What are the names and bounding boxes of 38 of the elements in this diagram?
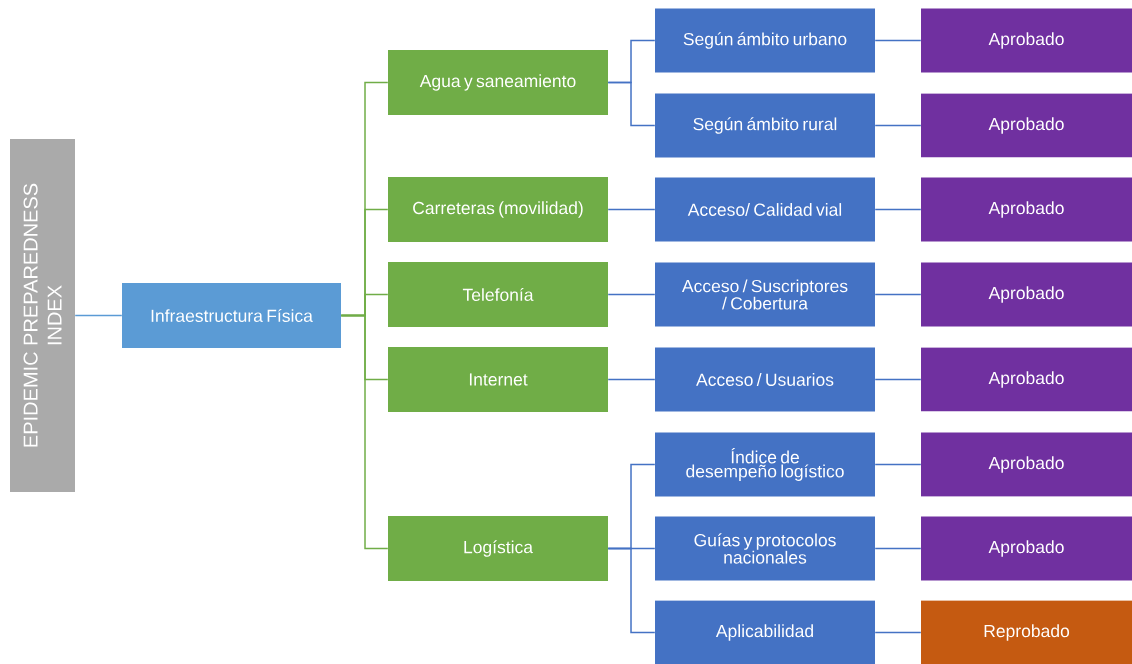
connector-line bbox=[607, 547, 656, 634]
result-box: Aprobado bbox=[921, 432, 1132, 497]
result-box: Aprobado bbox=[921, 347, 1132, 412]
result-box: Aprobado bbox=[921, 262, 1132, 327]
measure-box: Acceso/ Calidad vial bbox=[655, 177, 875, 242]
connector-line bbox=[874, 208, 922, 211]
connector-line bbox=[607, 208, 656, 211]
indicator-box: Internet bbox=[388, 347, 608, 412]
connector-line bbox=[874, 39, 922, 42]
indicator-box: Telefonía bbox=[388, 262, 608, 327]
connector-line bbox=[607, 81, 656, 127]
connector-line bbox=[874, 378, 922, 381]
indicator-box: Carreteras (movilidad) bbox=[388, 177, 608, 242]
result-box: Aprobado bbox=[921, 8, 1132, 73]
measure-box: Acceso / Suscriptores / Cobertura bbox=[655, 262, 875, 327]
connector-line bbox=[607, 378, 656, 381]
category-box: Infraestructura Física bbox=[122, 283, 341, 348]
connector-line bbox=[874, 124, 922, 127]
measure-box: Aplicabilidad bbox=[655, 600, 875, 664]
connector-line bbox=[74, 314, 123, 317]
result-box: Aprobado bbox=[921, 93, 1132, 158]
connector-line bbox=[874, 547, 922, 550]
result-box: Reprobado bbox=[921, 600, 1132, 664]
result-box: Aprobado bbox=[921, 177, 1132, 242]
result-box: Aprobado bbox=[921, 516, 1132, 581]
connector-line bbox=[340, 314, 389, 550]
index-box: EPIDEMIC PREPAREDNESS INDEX bbox=[10, 139, 75, 492]
connector-line bbox=[607, 293, 656, 296]
indicator-box: Logística bbox=[388, 516, 608, 581]
measure-box: Acceso / Usuarios bbox=[655, 347, 875, 412]
connector-line bbox=[874, 293, 922, 296]
measure-box: Guías y protocolos nacionales bbox=[655, 516, 875, 581]
measure-box: Índice de desempeño logístico bbox=[655, 432, 875, 497]
connector-line bbox=[874, 631, 922, 634]
measure-box: Según ámbito rural bbox=[655, 93, 875, 158]
measure-box: Según ámbito urbano bbox=[655, 8, 875, 73]
indicator-box: Agua y saneamiento bbox=[388, 50, 608, 115]
connector-line bbox=[874, 463, 922, 466]
